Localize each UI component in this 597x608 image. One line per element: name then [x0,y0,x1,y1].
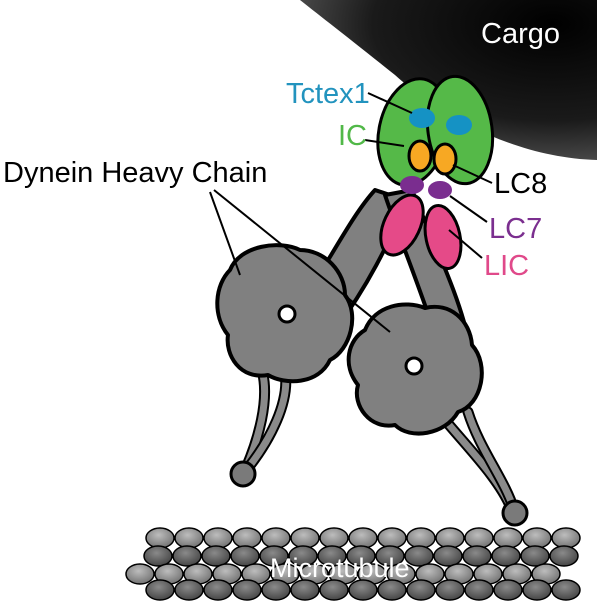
tubulin-subunit [493,527,523,549]
microtubule-label: Microtubule [270,553,410,583]
tubulin-subunit [232,527,262,549]
tubulin-subunit [464,527,494,549]
dynein-heavy-chain-label: Dynein Heavy Chain [3,157,267,189]
stalk-right [439,406,520,516]
lc8-right [432,142,458,176]
tubulin-subunit [125,563,155,585]
tubulin-subunit [522,527,552,549]
tubulin-subunit [259,545,289,567]
tubulin-subunit [203,527,233,549]
ic-label: IC [338,120,367,152]
tubulin-subunit [491,545,521,567]
head-pore-right [404,356,424,376]
tubulin-subunit [522,579,552,601]
lc8-left [407,139,433,173]
tubulin-subunit [201,545,231,567]
lic-left [379,193,425,257]
tubulin-subunit [551,579,581,601]
tubulin-subunit [377,579,407,601]
lc7-left [400,176,424,194]
tctex1-label: Tctex1 [286,78,370,110]
tctex1-left [409,108,435,128]
tubulin-subunit [319,527,349,549]
tubulin-subunit [404,545,434,567]
tubulin-subunit [145,579,175,601]
mt-binding-domain-right [501,499,529,527]
tubulin-subunit [375,545,405,567]
tubulin-subunit [377,527,407,549]
microtubule [125,527,581,601]
tubulin-subunit [435,579,465,601]
tubulin-subunit [174,527,204,549]
cargo-label: Cargo [481,18,560,50]
tubulin-subunit [290,579,320,601]
tubulin-subunit [261,579,291,601]
tubulin-subunit [261,527,291,549]
tubulin-subunit [319,579,349,601]
tubulin-subunit [348,579,378,601]
stalk-left [240,364,292,474]
tubulin-subunit [551,527,581,549]
head-pore-left [277,304,297,324]
lc8-label: LC8 [494,168,547,200]
tubulin-subunit [288,545,318,567]
tubulin-subunit [462,545,492,567]
tubulin-subunit [435,527,465,549]
tubulin-subunit [143,545,173,567]
tubulin-subunit [145,527,175,549]
lc7-right [428,181,452,199]
tubulin-subunit [406,527,436,549]
tubulin-subunit [290,527,320,549]
tubulin-subunit [317,545,347,567]
tubulin-subunit [232,579,262,601]
lc7-label: LC7 [489,213,542,245]
tubulin-subunit [549,545,579,567]
tubulin-subunit [346,545,376,567]
leader-lines [209,92,493,333]
tubulin-subunit [230,545,260,567]
tubulin-subunit [348,527,378,549]
tubulin-subunit [520,545,550,567]
tubulin-subunit [464,579,494,601]
lic-right [423,204,463,270]
tubulin-subunit [174,579,204,601]
tctex1-right [446,115,472,135]
tubulin-subunit [172,545,202,567]
tubulin-subunit [493,579,523,601]
tubulin-subunit [433,545,463,567]
tubulin-subunit [203,579,233,601]
mt-binding-domain-left [229,460,257,488]
tubulin-subunit [406,579,436,601]
lic-label: LIC [484,250,529,282]
